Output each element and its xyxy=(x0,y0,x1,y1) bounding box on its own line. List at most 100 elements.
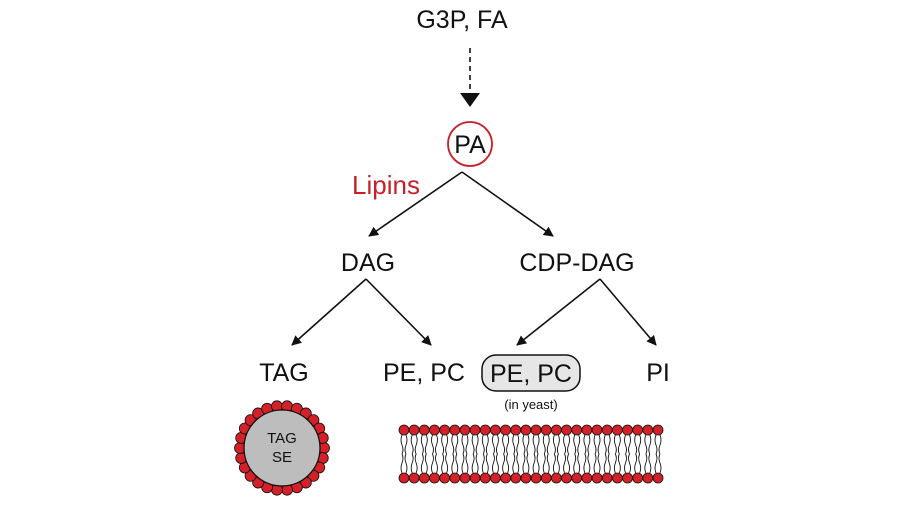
lipid-bilayer-icon xyxy=(398,424,664,484)
membrane-tail xyxy=(441,434,445,455)
pe-pc-highlight-box xyxy=(481,354,581,392)
membrane-tail xyxy=(593,434,597,455)
membrane-head-top xyxy=(520,424,532,436)
pa-to-cdpdag-arrow xyxy=(461,171,554,237)
membrane-tail xyxy=(506,453,510,474)
membrane-head-top xyxy=(601,424,613,436)
membrane-head-top xyxy=(500,424,512,436)
membrane-tail xyxy=(475,453,479,474)
membrane-tail xyxy=(583,453,587,474)
membrane-head-bottom xyxy=(601,472,613,484)
membrane-tail xyxy=(563,453,567,474)
dag-label: DAG xyxy=(341,249,395,277)
membrane-tail xyxy=(634,434,638,455)
droplet-line2: SE xyxy=(272,449,292,466)
membrane-head-bottom xyxy=(408,472,420,484)
membrane-tail xyxy=(624,453,627,474)
membrane-tail xyxy=(536,434,540,455)
membrane-tail xyxy=(506,434,510,455)
membrane-tail xyxy=(542,434,546,455)
membrane-head-top xyxy=(479,424,491,436)
membrane-tail xyxy=(577,453,581,474)
precursor-to-pa-arrowhead xyxy=(460,93,480,107)
membrane-tail xyxy=(556,453,560,474)
membrane-tail xyxy=(495,453,499,474)
membrane-tail xyxy=(522,453,526,474)
membrane-tail xyxy=(502,434,506,455)
membrane-tail xyxy=(532,453,536,474)
membrane-tail xyxy=(597,434,601,455)
membrane-tail xyxy=(455,434,459,455)
pe-pc-right-label: PE, PC xyxy=(490,360,572,388)
membrane-tail xyxy=(485,434,489,455)
membrane-head-bottom xyxy=(611,472,623,484)
membrane-tail xyxy=(526,434,530,455)
membrane-head-bottom xyxy=(418,472,430,484)
droplet-core xyxy=(243,409,321,487)
membrane-tail xyxy=(435,434,438,455)
membrane-tail xyxy=(532,434,536,455)
membrane-tail xyxy=(552,453,556,474)
membrane-tail xyxy=(455,453,459,474)
membrane-tail xyxy=(563,434,567,455)
pa-label: PA xyxy=(454,131,486,159)
membrane-tail xyxy=(414,434,418,455)
membrane-tail xyxy=(516,453,520,474)
membrane-tail xyxy=(587,434,591,455)
membrane-head-bottom xyxy=(398,472,410,484)
membrane-tail xyxy=(420,434,424,455)
cdp-dag-label: CDP-DAG xyxy=(519,249,634,277)
membrane-head-top xyxy=(490,424,501,436)
membrane-tail xyxy=(556,434,560,455)
membrane-head-bottom xyxy=(581,472,593,484)
lipins-label: Lipins xyxy=(352,170,420,200)
membrane-tail xyxy=(644,434,648,455)
membrane-head-top xyxy=(622,424,633,436)
membrane-tail xyxy=(516,434,520,455)
membrane-head-bottom xyxy=(622,472,633,484)
membrane-tail xyxy=(471,434,475,455)
membrane-tail xyxy=(552,434,556,455)
membrane-tail xyxy=(445,453,449,474)
membrane-head-top xyxy=(530,424,542,436)
precursor-label: G3P, FA xyxy=(416,6,508,34)
membrane-tail xyxy=(481,453,485,474)
membrane-tail xyxy=(546,434,550,455)
membrane-tail xyxy=(648,453,652,474)
membrane-tail xyxy=(400,453,404,474)
membrane-head-top xyxy=(449,424,461,436)
membrane-head-top xyxy=(571,424,583,436)
membrane-tail xyxy=(526,453,530,474)
membrane-head-bottom xyxy=(591,472,603,484)
membrane-tail xyxy=(512,453,516,474)
membrane-tail xyxy=(404,453,408,474)
membrane-tail xyxy=(583,434,587,455)
membrane-head-top xyxy=(642,424,654,436)
membrane-tail xyxy=(546,453,550,474)
membrane-tail xyxy=(624,434,627,455)
pi-label: PI xyxy=(646,359,670,387)
membrane-tail xyxy=(603,453,607,474)
membrane-tail xyxy=(567,453,571,474)
cdpdag-to-pepc-arrow xyxy=(516,278,601,346)
membrane-tail xyxy=(587,453,591,474)
membrane-head-top xyxy=(510,424,522,436)
membrane-tail xyxy=(445,434,449,455)
membrane-tail xyxy=(502,453,506,474)
membrane-head-bottom xyxy=(530,472,542,484)
pa-to-dag-arrow xyxy=(368,171,463,237)
membrane-tail xyxy=(648,434,652,455)
membrane-tail xyxy=(400,434,404,455)
cdpdag-to-pi-arrow xyxy=(599,278,657,346)
membrane-head-top xyxy=(551,424,562,436)
membrane-tail xyxy=(451,453,455,474)
membrane-tail xyxy=(471,453,475,474)
membrane-head-bottom xyxy=(540,472,552,484)
membrane-head-top xyxy=(581,424,593,436)
membrane-tail xyxy=(654,453,658,474)
membrane-tail xyxy=(567,434,571,455)
membrane-head-bottom xyxy=(500,472,512,484)
membrane-head-bottom xyxy=(571,472,583,484)
membrane-head-bottom xyxy=(520,472,532,484)
